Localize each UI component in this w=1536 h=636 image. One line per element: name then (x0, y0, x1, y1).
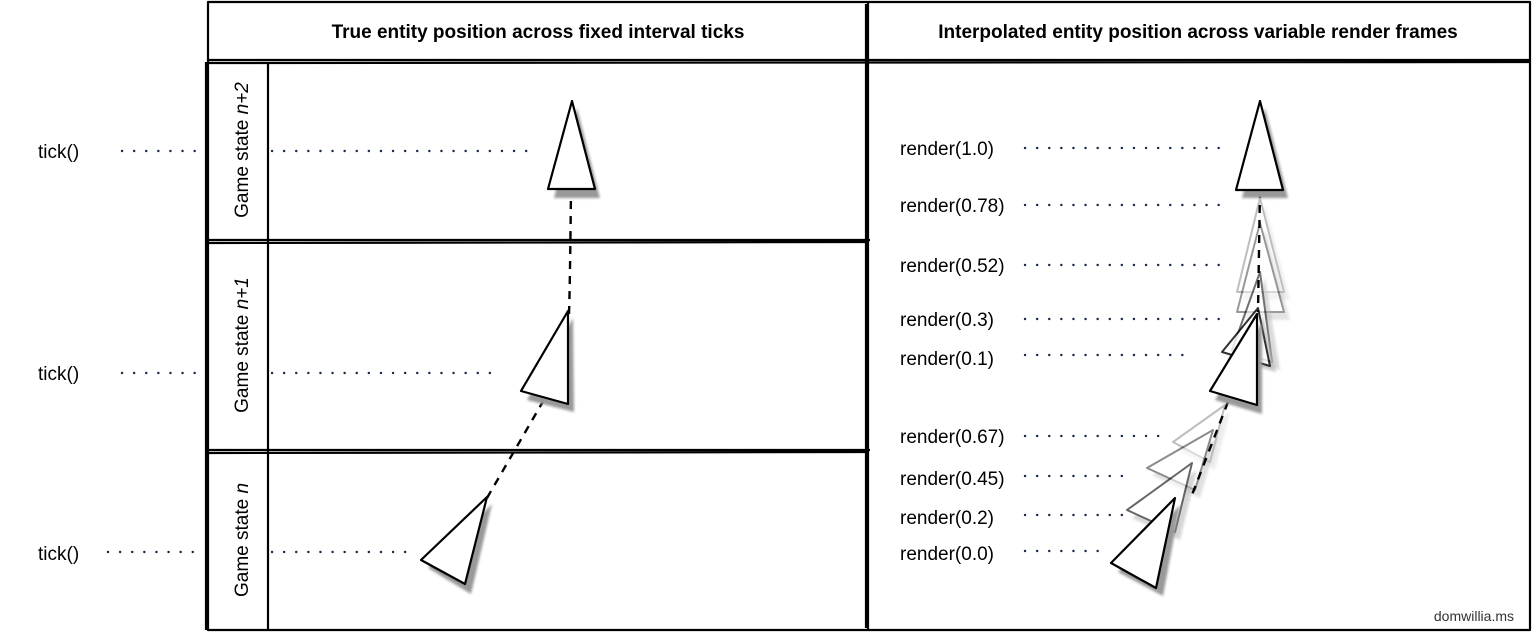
state-prefix: Game state (232, 309, 253, 413)
triangle-arrow-icon (1109, 496, 1180, 596)
render-label: render(0.2) (900, 508, 994, 529)
table-frame (204, 0, 1532, 632)
render-label: render(0.45) (900, 469, 1005, 490)
tick-label: tick() (38, 544, 79, 565)
state-label-n: Game state n (232, 483, 253, 597)
state-label-n2: Game state n+2 (232, 82, 253, 218)
render-label: render(0.52) (900, 256, 1005, 277)
state-label-n1: Game state n+1 (232, 277, 253, 413)
state-prefix: Game state (232, 494, 253, 598)
credit-text: domwillia.ms (1434, 608, 1514, 624)
tick-label: tick() (38, 364, 79, 385)
true-path (485, 189, 573, 499)
right-column-header: Interpolated entity position across vari… (938, 22, 1458, 43)
tick-label: tick() (38, 142, 79, 163)
render-label: render(1.0) (900, 139, 994, 160)
interpolated-triangles-lower (1126, 404, 1230, 540)
triangle-arrow-icon (1208, 312, 1262, 414)
state-suffix: n+1 (232, 277, 253, 309)
render-label: render(0.78) (900, 196, 1005, 217)
interpolated-path (1188, 189, 1262, 501)
entity-triangles-right (1109, 99, 1288, 596)
triangle-arrow-icon (519, 309, 574, 412)
entity-triangles-left (419, 99, 600, 594)
render-label: render(0.0) (900, 544, 994, 565)
tick-leaders (106, 149, 532, 554)
state-suffix: n (232, 483, 253, 494)
triangle-arrow-icon (546, 99, 600, 198)
left-column-header: True entity position across fixed interv… (332, 22, 745, 43)
triangle-arrow-icon (419, 495, 492, 594)
render-label: render(0.1) (900, 349, 994, 370)
render-leaders (1023, 146, 1224, 553)
render-label: render(0.3) (900, 310, 994, 331)
triangle-arrow-icon (1234, 99, 1288, 198)
state-suffix: n+2 (232, 82, 253, 115)
render-label: render(0.67) (900, 427, 1005, 448)
state-prefix: Game state (232, 114, 253, 218)
